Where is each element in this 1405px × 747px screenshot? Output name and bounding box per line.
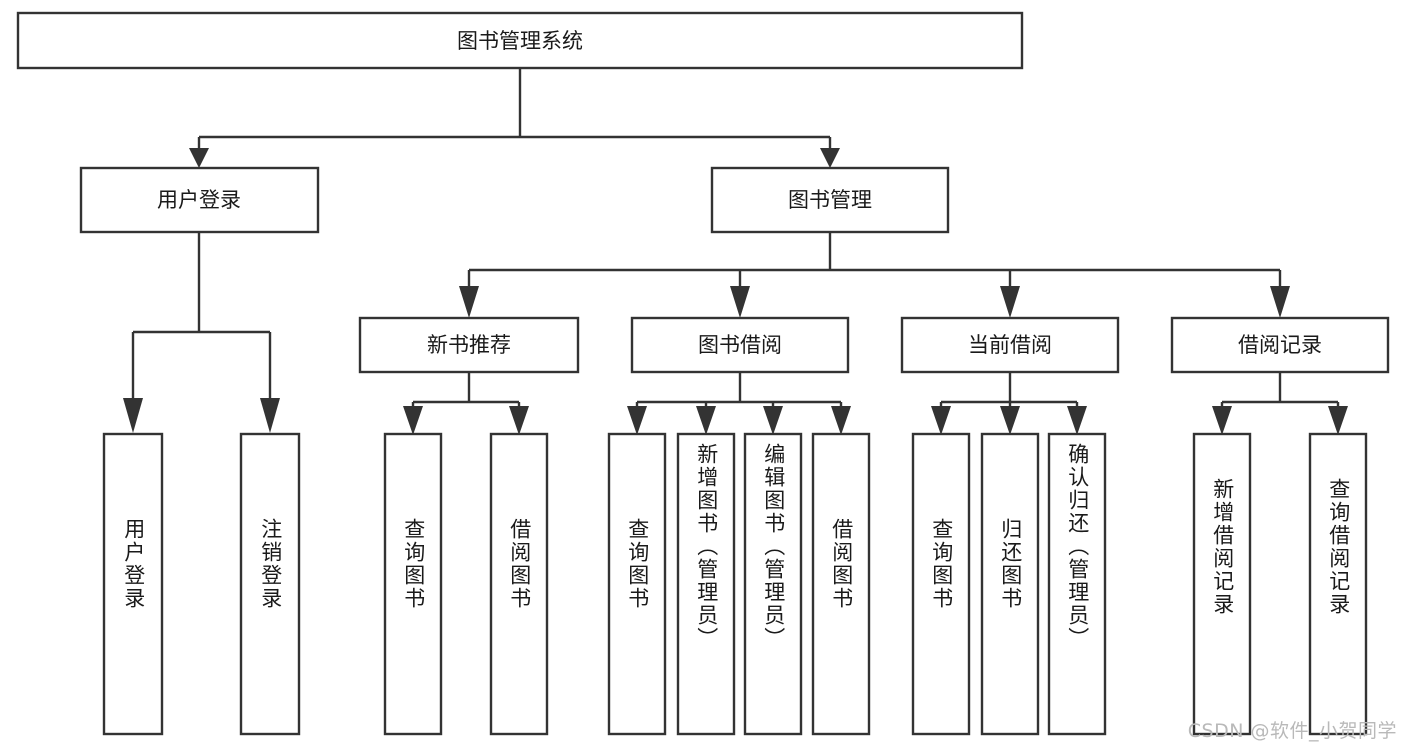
node-root-label: 图书管理系统 [457,29,583,53]
leaf-box-return-book[interactable] [980,432,1040,736]
node-root[interactable]: 图书管理系统 [16,11,1024,70]
node-new-book-recommend[interactable]: 新书推荐 [358,316,580,374]
leaf-box-query-book-3[interactable] [911,432,971,736]
arrowhead-book-management [820,148,840,168]
node-book-borrow-label: 图书借阅 [698,333,782,357]
arrowhead-leaf-edit-book [763,406,783,435]
arrowhead-user-login [189,148,209,168]
arrowhead-leaf-query-book-2 [627,406,647,435]
arrowhead-leaf-confirm-return [1067,406,1087,435]
arrowhead-borrow-record [1270,286,1290,318]
watermark-text: CSDN @软件_小贺同学 [1187,720,1397,742]
node-borrow-record[interactable]: 借阅记录 [1170,316,1390,374]
leaf-box-query-book-2[interactable] [607,432,667,736]
leaf-box-query-record[interactable] [1308,432,1368,736]
leaf-box-user-logout[interactable] [239,432,301,736]
arrowhead-new-book-recommend [459,286,479,318]
connector-layer [123,68,1348,435]
leaf-box-query-book-1[interactable] [383,432,443,736]
node-book-management[interactable]: 图书管理 [710,166,950,234]
leaf-box-borrow-book-2[interactable] [811,432,871,736]
node-root-box[interactable] [16,11,1024,70]
node-new-book-recommend-label: 新书推荐 [427,333,511,357]
node-book-borrow-box[interactable] [630,316,850,374]
node-book-management-box[interactable] [710,166,950,234]
leaf-box-add-record[interactable] [1192,432,1252,736]
arrowhead-leaf-return-book [1000,406,1020,435]
node-borrow-record-label: 借阅记录 [1238,333,1322,357]
node-new-book-recommend-box[interactable] [358,316,580,374]
leaf-box-borrow-book-1[interactable] [489,432,549,736]
node-user-login[interactable]: 用户登录 [79,166,320,234]
node-user-login-label: 用户登录 [157,188,241,212]
leaf-box-confirm-return[interactable] [1047,432,1107,736]
node-borrow-record-box[interactable] [1170,316,1390,374]
arrowhead-leaf-user-login [123,398,143,433]
arrowhead-leaf-add-book [696,406,716,435]
arrowhead-current-borrow [1000,286,1020,318]
arrowhead-leaf-query-book-3 [931,406,951,435]
arrowhead-leaf-query-record [1328,406,1348,435]
leaf-box-add-book[interactable] [676,432,736,736]
node-book-borrow[interactable]: 图书借阅 [630,316,850,374]
arrowhead-leaf-add-record [1212,406,1232,435]
arrowhead-leaf-borrow-book-2 [831,406,851,435]
arrowhead-book-borrow [730,286,750,318]
node-book-management-label: 图书管理 [788,188,872,212]
arrowhead-leaf-user-logout [260,398,280,433]
node-user-login-box[interactable] [79,166,320,234]
node-current-borrow-label: 当前借阅 [968,333,1052,357]
leaf-box-edit-book[interactable] [743,432,803,736]
node-current-borrow-box[interactable] [900,316,1120,374]
arrowhead-leaf-query-book-1 [403,406,423,435]
node-current-borrow[interactable]: 当前借阅 [900,316,1120,374]
leaf-box-user-login[interactable] [102,432,164,736]
arrowhead-leaf-borrow-book-1 [509,406,529,435]
